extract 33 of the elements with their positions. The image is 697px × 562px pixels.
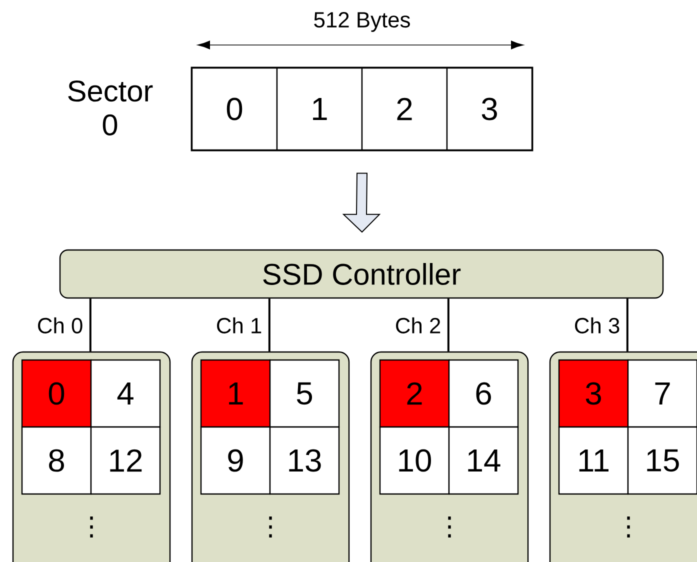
page-cell: 3 [558, 359, 629, 428]
channel-line [89, 298, 92, 352]
channel-line [447, 298, 450, 352]
page-cell: 12 [90, 426, 161, 495]
sector-cell: 0 [191, 67, 278, 151]
page-cell: 1 [200, 359, 271, 428]
channel-line [268, 298, 270, 352]
page-cell: 10 [379, 426, 450, 495]
channel-label: Ch 3 [575, 317, 620, 334]
page-cell: 15 [627, 426, 697, 495]
controller-box: SSD Controller [59, 249, 664, 299]
sector-cell: 1 [276, 67, 363, 151]
sector-label: Sector 0 [68, 80, 153, 136]
sector-cell: 3 [446, 67, 533, 151]
sector-cell: 2 [361, 67, 448, 151]
block-arrow [342, 172, 381, 233]
channel-label: Ch 1 [217, 317, 262, 334]
channel-label: Ch 0 [38, 317, 82, 334]
page-cell: 5 [269, 359, 340, 428]
dimension-label: 512 Bytes [314, 12, 410, 32]
sector-strip [190, 66, 534, 152]
channel-label: Ch 2 [396, 317, 440, 334]
page-cell: 11 [558, 426, 629, 495]
page-cell: 2 [379, 359, 450, 428]
page-cell: 13 [269, 426, 340, 495]
page-cell: 0 [21, 359, 92, 428]
page-cell: 7 [627, 359, 697, 428]
page-cell: 14 [448, 426, 519, 495]
page-cell: 4 [90, 359, 161, 428]
page-cell: 6 [448, 359, 519, 428]
page-cell: 8 [21, 426, 92, 495]
page-cell: 9 [200, 426, 271, 495]
channel-line [626, 298, 628, 352]
